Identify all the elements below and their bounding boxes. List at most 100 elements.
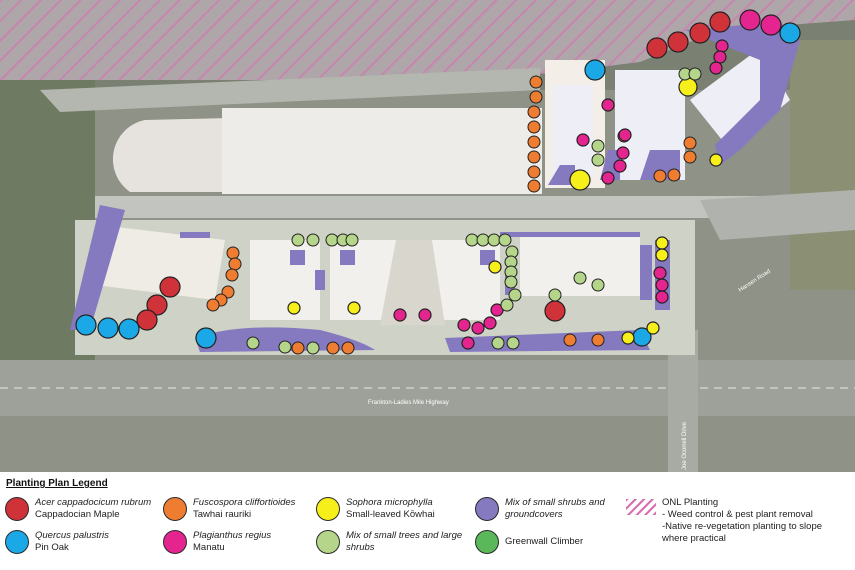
quercus-swatch: [5, 530, 29, 554]
plagianthus-tree: [461, 336, 475, 350]
fuscospora-tree: [527, 135, 541, 149]
plagianthus-tree: [618, 128, 632, 142]
legend-small-trees-line1: Mix of small trees and large: [346, 530, 463, 541]
small-tree: [325, 233, 339, 247]
small-tree: [506, 336, 520, 350]
plagianthus-tree: [655, 290, 669, 304]
fuscospora-tree: [527, 179, 541, 193]
hansen-road: [700, 190, 855, 240]
small-tree: [504, 275, 518, 289]
plagianthus-tree: [760, 14, 782, 36]
quercus-tree: [118, 318, 140, 340]
small-tree: [291, 233, 305, 247]
acer-tree: [146, 294, 168, 316]
legend-plagianthus-name: Plagianthus regius: [193, 530, 272, 541]
plagianthus-tree: [653, 266, 667, 280]
legend-onl-title: ONL Planting: [662, 497, 719, 508]
legend-sophora-name: Sophora microphylla: [346, 497, 433, 508]
legend-title: Planting Plan Legend: [6, 478, 108, 489]
sophora-tree: [678, 77, 698, 97]
plagianthus-tree: [739, 9, 761, 31]
acer-tree: [646, 37, 668, 59]
sophora-tree: [488, 260, 502, 274]
acer-tree: [689, 22, 711, 44]
building-e1: [520, 236, 640, 296]
small-tree: [498, 233, 512, 247]
onl-planting-zone: [0, 0, 855, 80]
sophora-trees: [287, 77, 723, 345]
small-tree: [573, 271, 587, 285]
fuscospora-tree: [527, 105, 541, 119]
acer-trees: [136, 11, 731, 331]
fuscospora-tree: [326, 341, 340, 355]
fuscospora-tree: [683, 150, 697, 164]
legend-onl-weed: - Weed control & pest plant removal: [662, 509, 813, 520]
acer-tree: [159, 276, 181, 298]
plagianthus-tree: [393, 308, 407, 322]
plagianthus-tree: [576, 133, 590, 147]
fuscospora-tree: [683, 136, 697, 150]
legend-small-trees-line2: shrubs: [346, 542, 375, 553]
onl-hatch-swatch: [626, 499, 656, 515]
plagianthus-tree: [418, 308, 432, 322]
legend-quercus-common: Pin Oak: [35, 542, 69, 553]
small-tree: [508, 288, 522, 302]
sophora-tree: [287, 301, 301, 315]
access-road: [40, 68, 540, 112]
small-tree: [278, 340, 292, 354]
plagianthus-tree: [613, 159, 627, 173]
legend-quercus-name: Quercus palustris: [35, 530, 109, 541]
acer-tree: [544, 300, 566, 322]
quercus-tree: [75, 314, 97, 336]
ne-building-1: [553, 85, 593, 180]
quercus-tree: [584, 59, 606, 81]
quercus-tree: [779, 22, 801, 44]
legend-sophora-common: Small-leaved Kōwhai: [346, 509, 435, 520]
internal-road: [95, 196, 785, 218]
fuscospora-tree: [529, 90, 543, 104]
joe-ocorrell-label: Joe Ocorrell Drive: [682, 421, 688, 470]
field-east: [790, 40, 855, 290]
fuscospora-tree: [228, 257, 242, 271]
acer-swatch: [5, 497, 29, 521]
fuscospora-trees: [206, 75, 697, 355]
fuscospora-tree: [225, 268, 239, 282]
plagianthus-tree: [457, 318, 471, 332]
plagianthus-tree: [709, 61, 723, 75]
small-tree: [345, 233, 359, 247]
legend-onl-native: -Native re-vegetation planting to slope …: [662, 521, 823, 544]
plagianthus-tree: [713, 50, 727, 64]
fuscospora-tree: [653, 169, 667, 183]
plagianthus-trees: [393, 9, 782, 350]
sophora-tree: [655, 248, 669, 262]
small-tree: [591, 139, 605, 153]
small-tree: [487, 233, 501, 247]
legend-shrubs-line2: groundcovers: [505, 509, 563, 520]
site-map: Frankton-Ladies Mile Highway Hansen Road…: [0, 0, 855, 472]
plagianthus-tree: [715, 39, 729, 53]
fuscospora-tree: [527, 150, 541, 164]
planting-legend: Planting Plan Legend Acer cappadocicum r…: [0, 472, 855, 570]
small-tree: [548, 288, 562, 302]
small-tree: [306, 233, 320, 247]
legend-greenwall-name: Greenwall Climber: [505, 536, 584, 547]
small-tree: [500, 298, 514, 312]
north-building: [222, 108, 542, 194]
fuscospora-tree: [226, 246, 240, 260]
plagianthus-tree: [601, 171, 615, 185]
plagianthus-tree: [616, 146, 630, 160]
legend-acer-name: Acer cappadocicum rubrum: [35, 497, 152, 508]
legend-plagianthus-common: Manatu: [193, 542, 225, 553]
fuscospora-tree: [591, 333, 605, 347]
sophora-tree: [709, 153, 723, 167]
small-tree: [306, 341, 320, 355]
plaza: [380, 240, 445, 325]
building-w2: [250, 240, 320, 320]
small-tree: [246, 336, 260, 350]
quercus-tree: [195, 327, 217, 349]
dome-building: [112, 118, 230, 192]
